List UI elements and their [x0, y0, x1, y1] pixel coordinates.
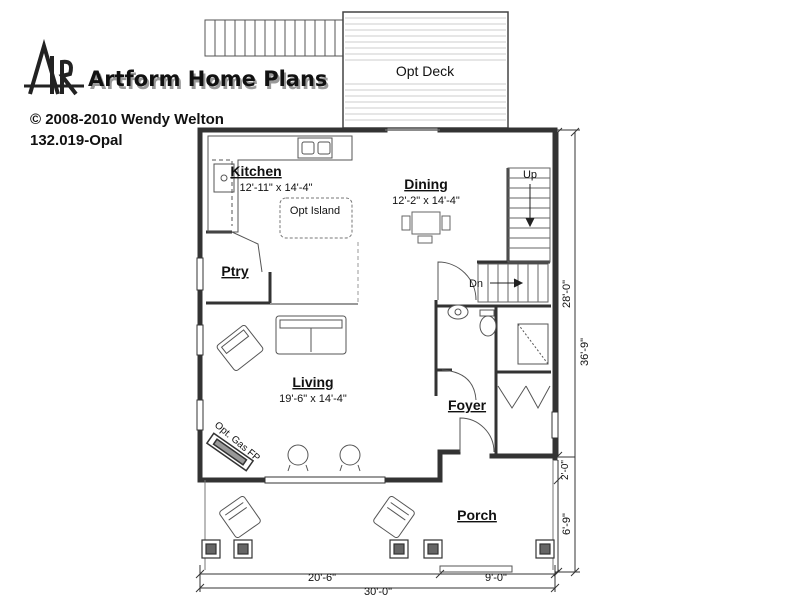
stairs-up-label: Up [523, 169, 537, 181]
dim-upper-depth: 28'-0" [561, 280, 573, 308]
deck: Opt Deck [204, 11, 509, 129]
interior-walls [206, 168, 551, 456]
kitchen-cabinets [207, 135, 353, 233]
porch-chairs [219, 495, 415, 539]
plan-id: 132.019-Opal [30, 132, 123, 149]
foyer-label: Foyer [448, 397, 487, 413]
opt-island-label: Opt Island [290, 205, 340, 217]
copyright-text: © 2008-2010 Wendy Welton [30, 111, 224, 128]
dimension-labels: 28'-0" 36'-9" 2'-0" 6'-9" 20'-6" 9'-0" 3… [308, 280, 591, 598]
dining-dimensions: 12'-2" x 14'-4" [392, 195, 460, 207]
dimension-lines [195, 127, 580, 593]
logo: Artform Home Plans Artform Home Plans [24, 38, 329, 96]
stairs-down-label: Dn [469, 278, 483, 290]
logo-mark [24, 38, 84, 96]
porch: Porch [201, 460, 555, 573]
dining-table [401, 211, 451, 244]
logo-text-shadow: Artform Home Plans [90, 70, 329, 94]
deck-stairs [204, 19, 344, 57]
dim-total-width: 30'-0" [364, 586, 392, 598]
porch-label: Porch [457, 507, 497, 523]
kitchen-dimensions: 12'-11" x 14'-4" [240, 182, 313, 194]
deck-boards [345, 17, 506, 121]
porch-columns [201, 539, 555, 559]
deck-label: Opt Deck [396, 63, 455, 79]
living-dimensions: 19'-6" x 14'-4" [279, 393, 347, 405]
company-name: Artform Home Plans [88, 67, 327, 91]
pantry-label: Ptry [221, 263, 248, 279]
stairs [477, 167, 551, 303]
kitchen-label: Kitchen [230, 163, 281, 179]
windows [196, 257, 559, 484]
porch-steps [439, 565, 513, 573]
gas-fireplace: Opt. Gas FP [205, 420, 262, 472]
dim-step: 2'-0" [560, 460, 571, 480]
living-furniture [216, 315, 361, 472]
bath-fixtures [447, 304, 549, 365]
dim-right-width: 9'-0" [485, 572, 507, 584]
dining-label: Dining [404, 176, 448, 192]
door-swings [231, 231, 551, 453]
opt-island-outline [279, 197, 353, 239]
dim-porch-depth: 6'-9" [561, 513, 573, 535]
dim-total-depth: 36'-9" [579, 338, 591, 366]
dim-left-width: 20'-6" [308, 572, 336, 584]
deck-outline [342, 11, 509, 129]
living-label: Living [292, 374, 333, 390]
